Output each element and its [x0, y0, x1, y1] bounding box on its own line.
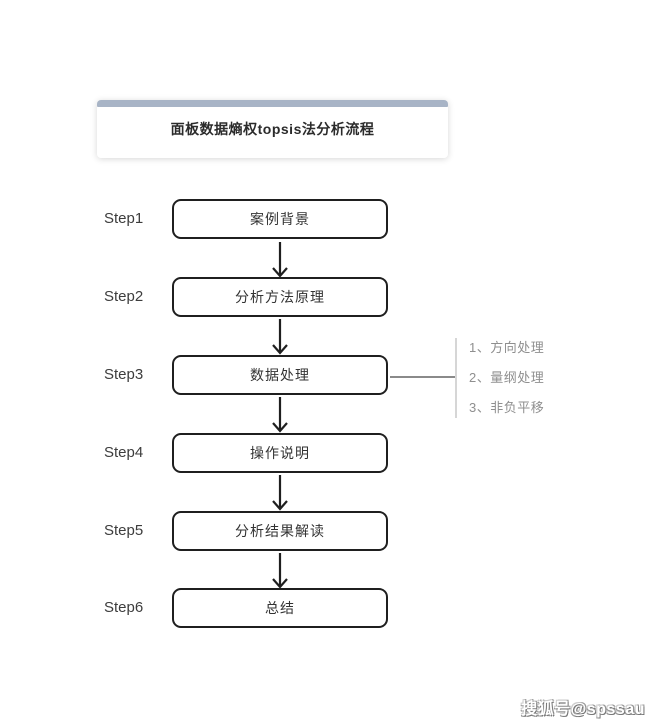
page-title: 面板数据熵权topsis法分析流程 — [170, 121, 375, 137]
arrow-down-icon — [272, 553, 288, 589]
annotation-divider-line — [455, 338, 457, 418]
step-label-3: Step3 — [104, 366, 144, 383]
title-accent-bar — [97, 100, 448, 107]
annotation-item-dimension: 2、量纲处理 — [469, 370, 545, 385]
title-card: 面板数据熵权topsis法分析流程 — [97, 100, 448, 158]
step-label-2: Step2 — [104, 288, 144, 305]
step-box-result-interpretation: 分析结果解读 — [172, 511, 388, 551]
step-box-operation-guide: 操作说明 — [172, 433, 388, 473]
arrow-down-icon — [272, 319, 288, 355]
arrow-down-icon — [272, 242, 288, 278]
step-box-data-processing: 数据处理 — [172, 355, 388, 395]
annotation-connector-line — [390, 376, 455, 378]
arrow-down-icon — [272, 475, 288, 511]
step-label-4: Step4 — [104, 444, 144, 461]
step-label-1: Step1 — [104, 210, 144, 227]
step-box-summary: 总结 — [172, 588, 388, 628]
watermark: 搜狐号@spssau — [521, 701, 645, 718]
step-label-6: Step6 — [104, 599, 144, 616]
arrow-down-icon — [272, 397, 288, 433]
annotation-item-direction: 1、方向处理 — [469, 340, 545, 355]
annotation-item-nonnegative: 3、非负平移 — [469, 400, 545, 415]
step-box-case-background: 案例背景 — [172, 199, 388, 239]
step-label-5: Step5 — [104, 522, 144, 539]
step-box-method-principle: 分析方法原理 — [172, 277, 388, 317]
